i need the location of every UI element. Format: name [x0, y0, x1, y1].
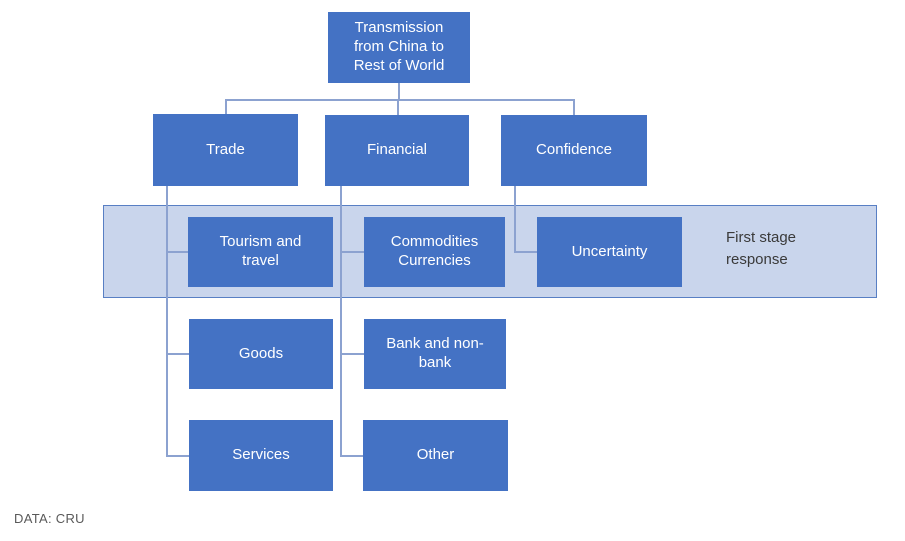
connector-trade-services — [166, 455, 190, 457]
connector-financial-other — [340, 455, 364, 457]
node-uncertainty: Uncertainty — [537, 217, 682, 287]
node-commodities-currencies-label: Commodities Currencies — [390, 233, 479, 269]
node-goods-label: Goods — [238, 344, 284, 362]
node-tourism-and-travel: Tourism and travel — [188, 217, 333, 287]
node-uncertainty-label: Uncertainty — [571, 242, 648, 260]
connector-bus-to-financial — [397, 99, 399, 116]
node-bank-and-non-bank-label: Bank and non- bank — [386, 335, 484, 371]
node-root: Transmission from China to Rest of World — [328, 12, 470, 83]
node-confidence: Confidence — [501, 115, 647, 186]
node-other: Other — [363, 420, 508, 491]
node-financial-label: Financial — [366, 141, 428, 159]
connector-confidence-uncertainty — [514, 251, 538, 253]
node-services-label: Services — [232, 446, 290, 464]
first-stage-response-label: First stage response — [726, 229, 797, 268]
node-financial: Financial — [325, 115, 469, 186]
node-commodities-currencies: Commodities Currencies — [364, 217, 505, 287]
node-bank-and-non-bank: Bank and non- bank — [364, 319, 506, 389]
connector-bus — [225, 99, 574, 101]
node-confidence-label: Confidence — [536, 141, 612, 159]
connector-trade-tourism — [166, 251, 189, 253]
connector-financial-commodities — [340, 251, 365, 253]
node-services: Services — [189, 420, 333, 491]
node-trade: Trade — [153, 114, 298, 186]
connector-trade-goods — [166, 353, 190, 355]
connector-financial-chain — [340, 186, 342, 456]
node-other-label: Other — [416, 446, 455, 464]
node-tourism-and-travel-label: Tourism and travel — [219, 233, 302, 269]
node-root-label: Transmission from China to Rest of World — [353, 19, 445, 74]
connector-bus-to-trade — [225, 99, 227, 115]
node-trade-label: Trade — [206, 140, 245, 158]
connector-root-drop — [398, 83, 400, 100]
connector-bus-to-confidence — [573, 99, 575, 116]
connector-trade-chain — [166, 186, 168, 456]
connector-financial-bank — [340, 353, 365, 355]
connector-confidence-chain — [514, 186, 516, 252]
node-goods: Goods — [189, 319, 333, 389]
data-source-caption: DATA: CRU — [14, 511, 85, 526]
